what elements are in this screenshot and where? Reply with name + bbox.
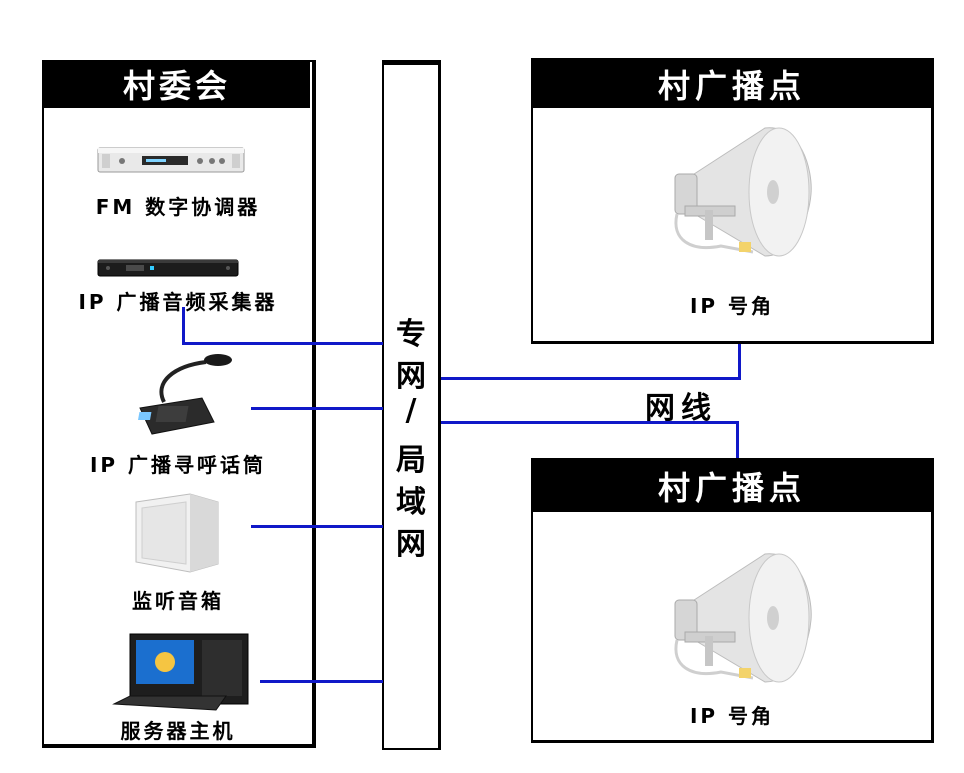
horn-speaker-icon — [674, 127, 812, 257]
network-label-char: 网 — [396, 359, 426, 394]
wire-speaker-to-network — [251, 525, 383, 528]
wire-server-to-network — [260, 680, 383, 683]
network-label-char: 网 — [396, 527, 426, 562]
audio-collector-rack-icon — [97, 259, 239, 277]
broadcast-point-panel-1: 村广播点 IP 号角 — [531, 58, 934, 344]
network-cable-label: 网线 — [645, 391, 717, 426]
private-lan-backbone: 专 网 / 局 域 网 — [382, 60, 441, 750]
wire-point-1-vertical — [738, 342, 741, 380]
device-label-fm-coordinator: FM 数字协调器 — [95, 195, 261, 219]
broadcast-point-title: 村广播点 — [533, 460, 931, 512]
broadcast-point-panel-2: 村广播点 IP 号角 — [531, 458, 934, 743]
network-label-char: 专 — [396, 317, 426, 352]
paging-microphone-icon — [138, 354, 232, 435]
network-label-char: 局 — [396, 443, 426, 478]
network-label-char: / — [405, 393, 417, 428]
broadcast-point-title: 村广播点 — [533, 60, 931, 108]
horn-speaker-icon — [674, 553, 812, 683]
wire-collector-to-network — [182, 342, 383, 345]
wire-point-2-vertical — [736, 421, 739, 461]
network-label-char: 域 — [396, 485, 426, 520]
wire-network-to-point-1 — [441, 377, 741, 380]
wire-collector-vertical — [182, 307, 185, 345]
wire-network-to-point-2 — [441, 421, 739, 424]
server-host-icon — [112, 633, 249, 711]
device-label-server-host: 服务器主机 — [120, 719, 236, 743]
village-committee-panel: 村委会 FM 数字协调器 IP 广播音频采集器 IP 广播寻呼话筒 — [42, 60, 316, 748]
fm-coordinator-rack-icon — [97, 147, 245, 173]
monitor-speaker-icon — [135, 493, 219, 573]
device-label-monitor-speaker: 监听音箱 — [132, 589, 224, 613]
broadcast-device-label: IP 号角 — [689, 294, 775, 318]
device-label-audio-collector: IP 广播音频采集器 — [78, 290, 278, 314]
device-label-paging-microphone: IP 广播寻呼话筒 — [89, 453, 267, 477]
broadcast-device-label: IP 号角 — [689, 704, 775, 728]
village-committee-title: 村委会 — [44, 62, 310, 108]
wire-microphone-to-network — [251, 407, 383, 410]
